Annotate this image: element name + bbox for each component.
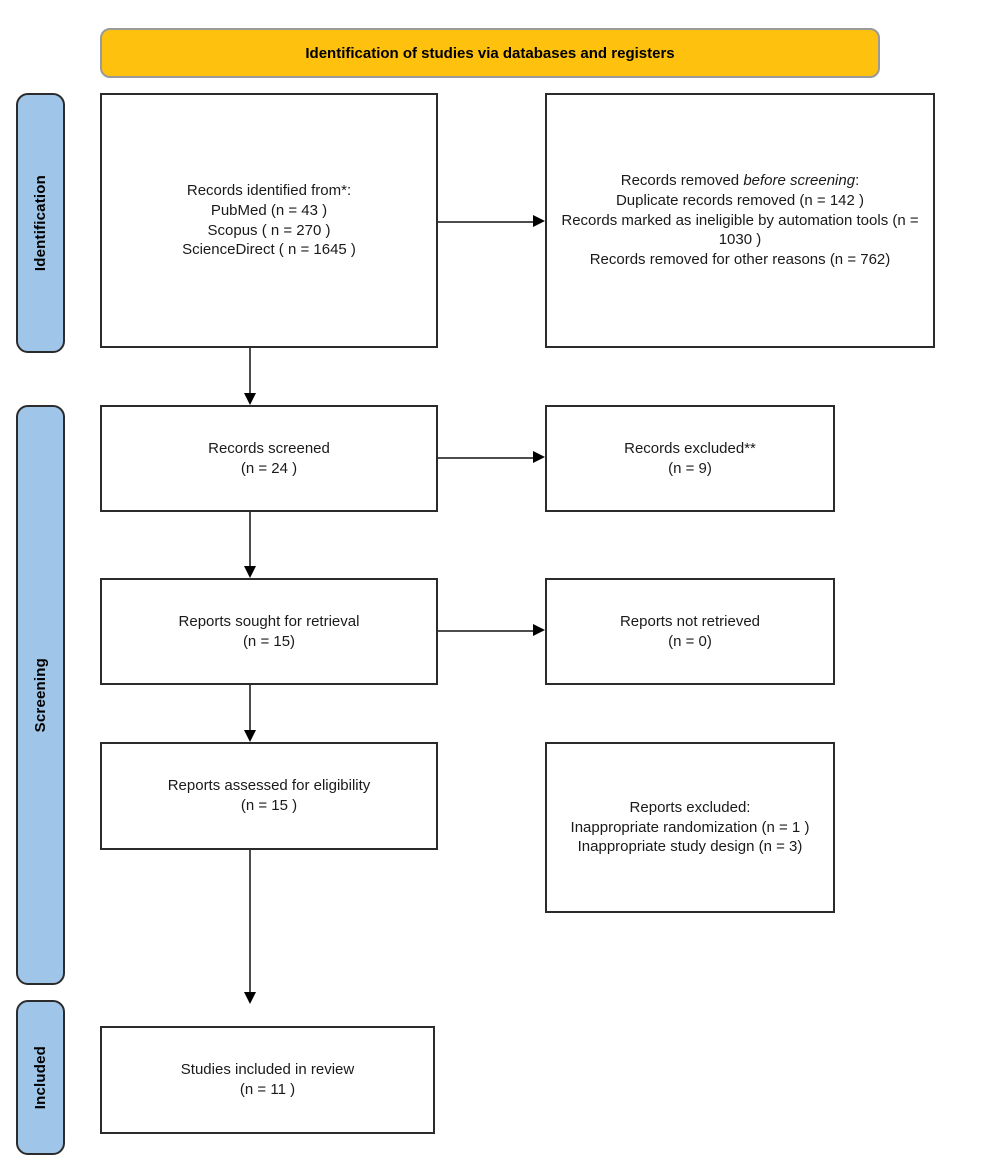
box-records-identified: Records identified from*: PubMed (n = 43…: [100, 93, 438, 348]
arrowhead-right-icon: [533, 624, 545, 636]
box-line: ScienceDirect ( n = 1645 ): [182, 241, 356, 259]
box-line: (n = 9): [668, 459, 712, 477]
box-line: Studies included in review: [180, 1061, 355, 1079]
box-line: Records removed for other reasons (n = 7…: [589, 251, 891, 269]
box-line: (n = 0): [668, 632, 712, 650]
box-reports-not-retrieved: Reports not retrieved (n = 0): [545, 578, 835, 685]
box-line: Duplicate records removed (n = 142 ): [615, 191, 865, 209]
stage-identification: Identification: [16, 93, 65, 353]
arrow-sought-to-not-retrieved: [438, 630, 533, 632]
box-line: Records screened: [208, 439, 330, 457]
box-line: Reports not retrieved: [619, 612, 761, 630]
box-line: PubMed (n = 43 ): [210, 201, 328, 219]
box-studies-included: Studies included in review (n = 11 ): [100, 1026, 435, 1134]
stage-screening: Screening: [16, 405, 65, 985]
arrow-screened-to-excluded: [438, 457, 533, 459]
box-line: Records identified from*:: [186, 181, 352, 199]
box-line: (n = 15): [242, 632, 296, 650]
arrowhead-down-icon: [244, 992, 256, 1004]
box-line: Reports sought for retrieval: [178, 612, 360, 630]
arrow-sought-to-assessed: [249, 685, 251, 731]
box-line: Inappropriate randomization (n = 1 ): [570, 818, 810, 836]
arrowhead-down-icon: [244, 393, 256, 405]
box-line: Records removed before screening:: [621, 171, 859, 191]
arrow-identified-to-screened: [249, 348, 251, 394]
box-line: Inappropriate study design (n = 3): [577, 838, 803, 856]
box-line-suffix: :: [855, 172, 860, 189]
box-line: (n = 15 ): [240, 797, 298, 814]
box-line: Records marked as ineligible by automati…: [561, 211, 919, 249]
box-line: Records excluded**: [624, 439, 756, 457]
box-line: (n = 11 ): [239, 1081, 296, 1098]
arrow-screened-to-sought: [249, 512, 251, 567]
box-line: (n = 24 ): [240, 459, 298, 477]
stage-identification-label: Identification: [32, 174, 49, 272]
arrowhead-down-icon: [244, 730, 256, 742]
box-line: Reports excluded:: [629, 798, 751, 816]
box-line: Reports assessed for eligibility: [167, 777, 371, 795]
box-records-removed: Records removed before screening: Duplic…: [545, 93, 935, 348]
arrowhead-right-icon: [533, 215, 545, 227]
box-reports-sought: Reports sought for retrieval (n = 15): [100, 578, 438, 685]
stage-screening-label: Screening: [32, 657, 49, 733]
arrow-assessed-to-included: [249, 850, 251, 993]
box-line-prefix: Records removed: [620, 172, 744, 189]
banner-identification-of-studies: Identification of studies via databases …: [100, 28, 880, 78]
banner-label: Identification of studies via databases …: [305, 44, 675, 62]
box-records-excluded: Records excluded** (n = 9): [545, 405, 835, 512]
box-reports-assessed: Reports assessed for eligibility (n = 15…: [100, 742, 438, 850]
box-line: Scopus ( n = 270 ): [207, 221, 331, 239]
stage-included-label: Included: [32, 1045, 49, 1110]
box-reports-excluded: Reports excluded: Inappropriate randomiz…: [545, 742, 835, 913]
arrowhead-right-icon: [533, 451, 545, 463]
arrow-identified-to-removed: [438, 221, 533, 223]
stage-included: Included: [16, 1000, 65, 1155]
arrowhead-down-icon: [244, 566, 256, 578]
box-records-screened: Records screened (n = 24 ): [100, 405, 438, 512]
box-line-italic: before screening: [743, 172, 856, 189]
